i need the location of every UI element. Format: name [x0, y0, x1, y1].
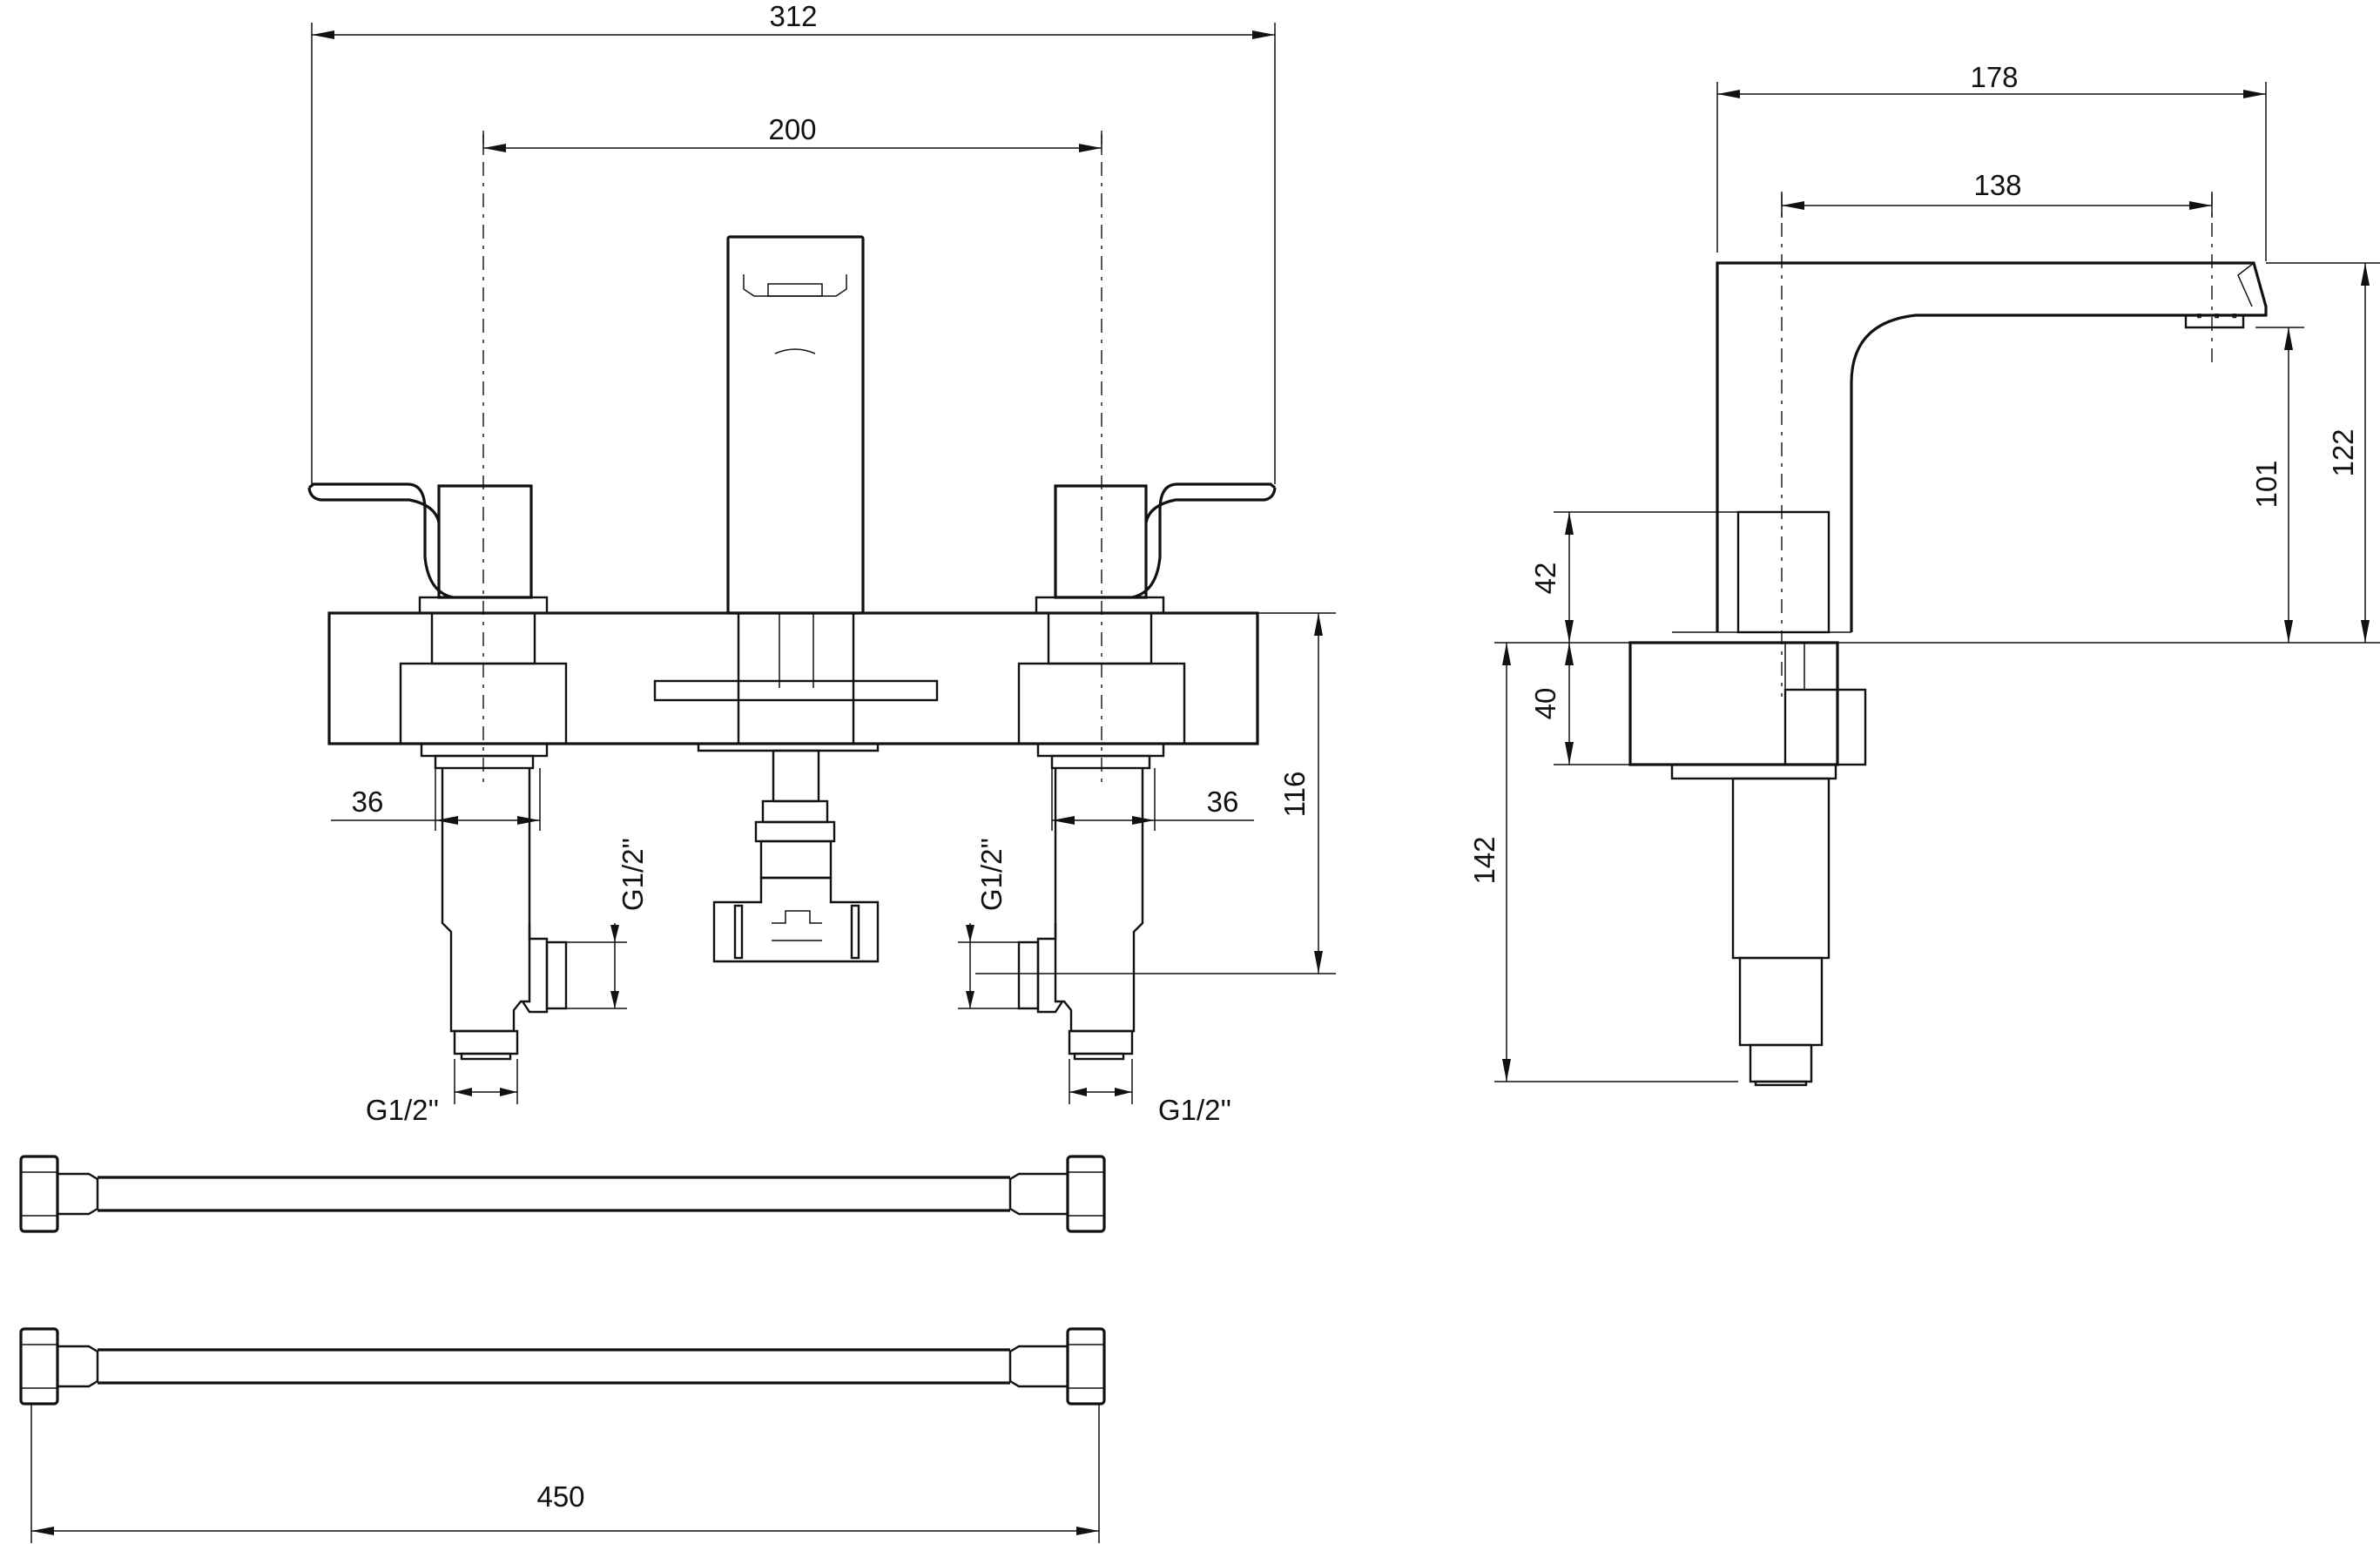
dim-g12-left-bottom-label: G1/2'' [366, 1094, 439, 1126]
deck-body [327, 611, 1259, 745]
dim-40-label: 40 [1529, 688, 1561, 720]
dim-200 [482, 134, 1102, 152]
front-view: 312 200 36 36 [307, 0, 1336, 1126]
dim-101 [1837, 327, 2380, 644]
dim-36-right [1051, 768, 1254, 831]
dim-g12-left-vertical [566, 923, 627, 1009]
dim-42-label: 42 [1529, 563, 1561, 595]
hose-lower [19, 1327, 1106, 1406]
dim-138-label: 138 [1973, 169, 2021, 201]
dim-450-label: 450 [536, 1480, 584, 1513]
dim-g12-left-vertical-label: G1/2'' [617, 838, 649, 911]
dim-42 [1554, 511, 1738, 643]
right-handle [1017, 482, 1277, 1061]
dim-312 [311, 23, 1276, 484]
dim-178 [1716, 82, 2267, 261]
dim-g12-right-bottom-label: G1/2'' [1158, 1094, 1231, 1126]
dim-142 [1494, 643, 1738, 1082]
side-tailpiece [1731, 777, 1831, 1087]
dim-36-left-label: 36 [352, 785, 384, 818]
dim-138 [1781, 193, 2213, 218]
dim-116-label: 116 [1278, 772, 1311, 818]
dim-g12-left-bottom [454, 1059, 518, 1104]
dim-312-label: 312 [769, 0, 817, 32]
dim-g12-right-bottom [1069, 1059, 1133, 1104]
side-handle-block [1736, 510, 1831, 634]
hose-upper [19, 1155, 1106, 1233]
dim-122-label: 122 [2327, 428, 2359, 476]
dim-36-left [331, 768, 541, 831]
dim-116 [975, 612, 1336, 974]
dim-142-label: 142 [1468, 836, 1500, 884]
svg-text:· · ·: · · · [2195, 298, 2239, 330]
side-view: · · · 178 [1468, 61, 2380, 1087]
side-spout [1716, 261, 2268, 632]
dim-122 [2266, 262, 2380, 643]
dim-40 [1494, 642, 1630, 765]
dim-g12-right-vertical-label: G1/2'' [975, 838, 1008, 911]
central-spout [653, 235, 939, 963]
dim-101-label: 101 [2250, 460, 2282, 508]
dim-178-label: 178 [1970, 61, 2018, 93]
dim-g12-right-vertical [958, 923, 1019, 1009]
dim-450 [30, 1404, 1100, 1543]
dim-36-right-label: 36 [1207, 785, 1239, 818]
dim-200-label: 200 [768, 113, 816, 145]
left-handle [307, 482, 568, 1061]
side-deck-block [1628, 641, 1867, 780]
